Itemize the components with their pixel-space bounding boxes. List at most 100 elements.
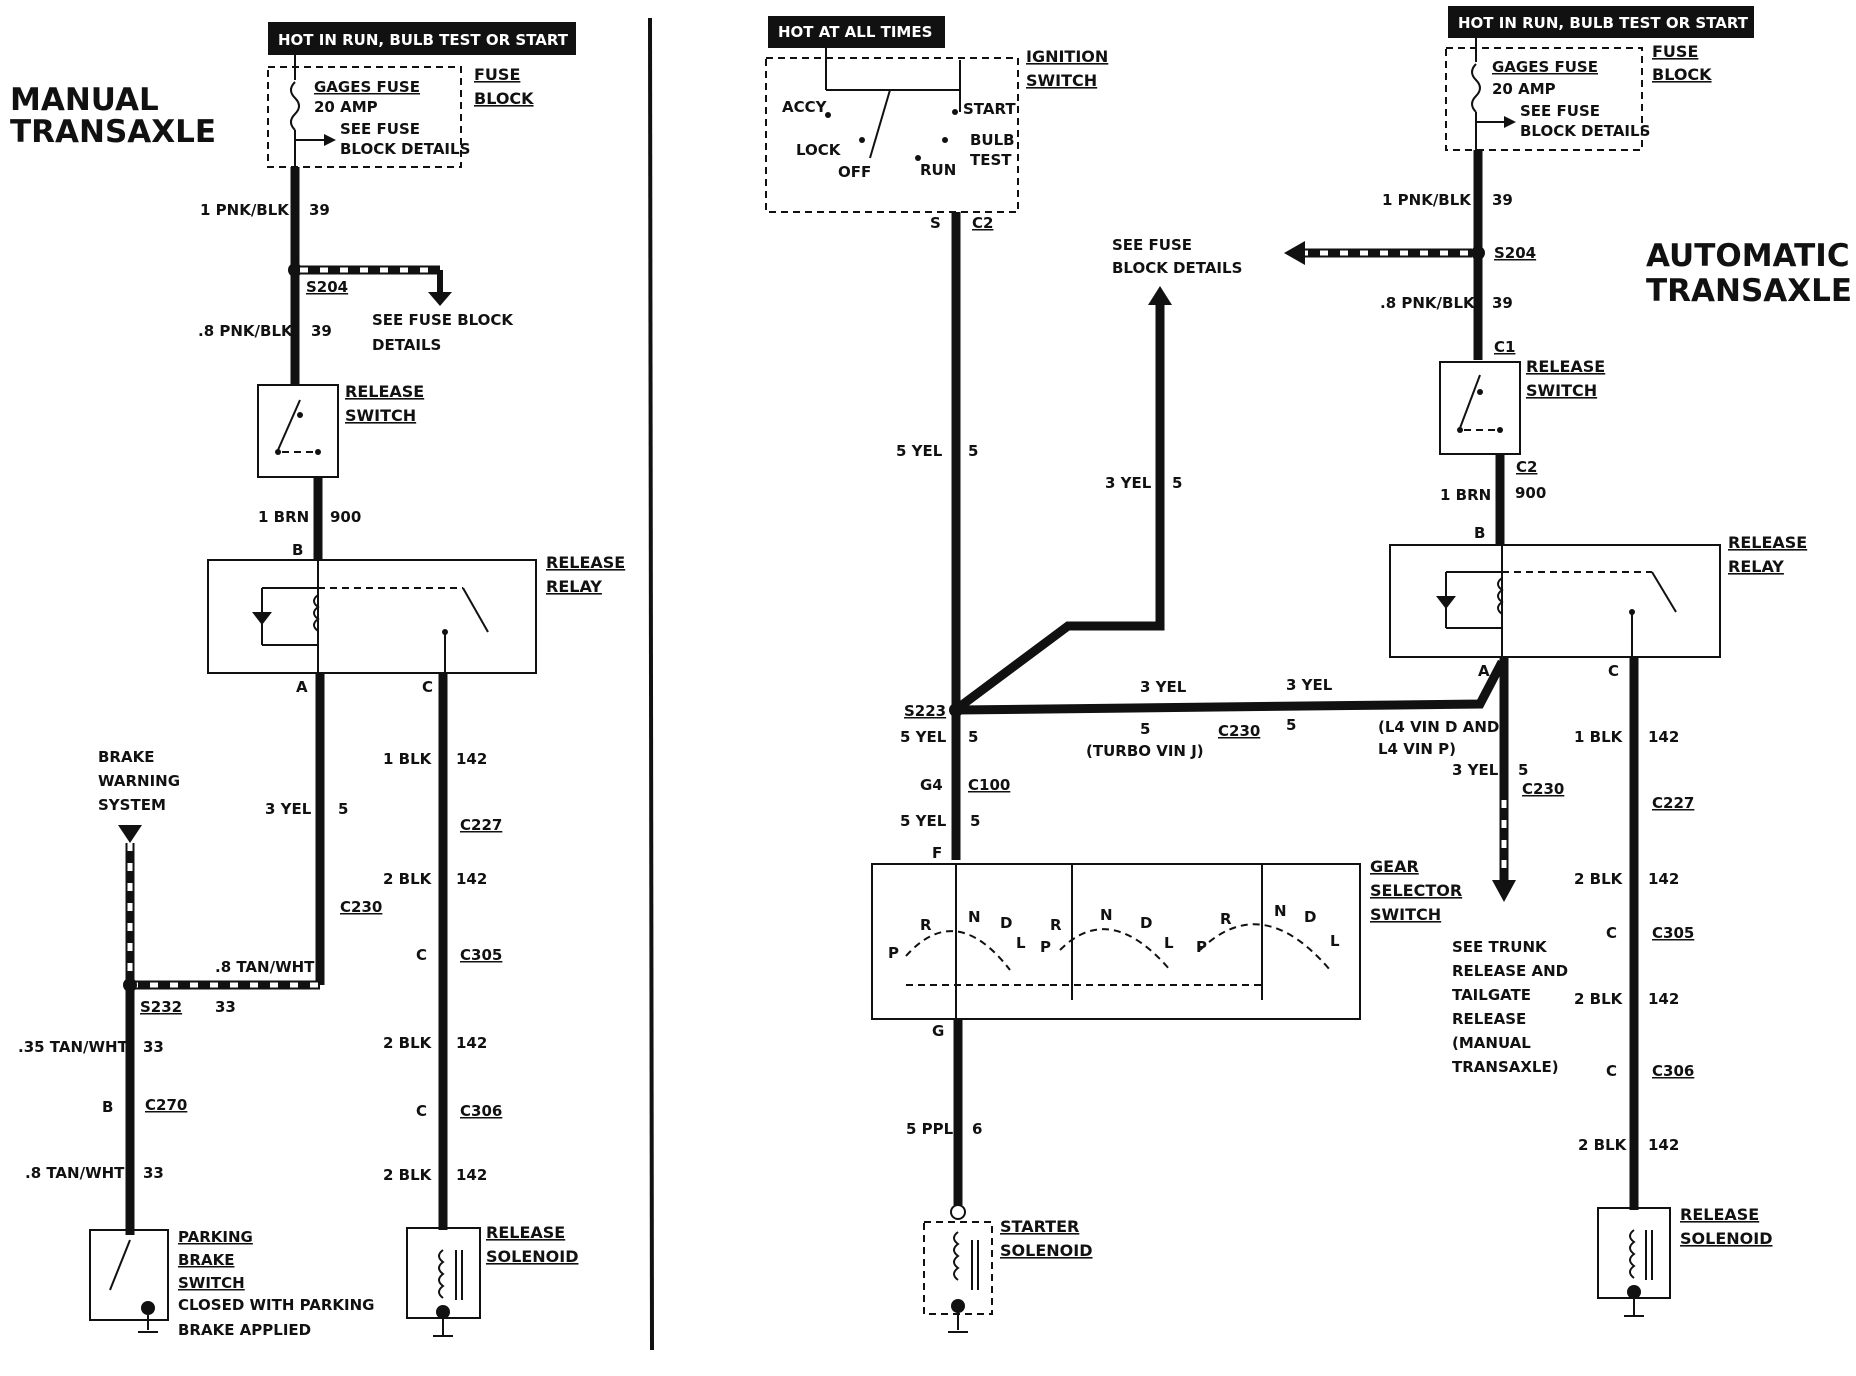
middle-w2-label: 3 YEL [1105,474,1152,492]
manual-fuse-block [267,66,462,168]
manual-power-banner [268,22,576,55]
auto-trunk1: SEE TRUNK [1452,938,1548,956]
manual-fuse-name: GAGES FUSE [314,78,420,96]
gear-n3: N [1274,902,1287,920]
middle-power-banner [768,16,945,48]
manual-blk3-num: 142 [456,1034,487,1052]
manual-parking-brake-switch [89,1229,169,1321]
auto-w3-num: 900 [1515,484,1546,502]
auto-blk3-num: 142 [1648,990,1679,1008]
manual-fuse-icon [290,81,300,131]
auto-fuse-amp: 20 AMP [1492,80,1556,98]
ign-pin-s: S [930,214,941,232]
manual-c306: C306 [460,1102,502,1120]
gear-r1: R [920,916,932,934]
auto-fuse-name: GAGES FUSE [1492,58,1598,76]
middle-w1-label: 5 YEL [896,442,943,460]
middle-w4-label: 5 YEL [900,812,947,830]
manual-title-line2: TRANSAXLE [10,114,216,150]
manual-solenoid-label1: RELEASE [486,1223,565,1242]
panel-divider [648,17,654,1351]
ignition-section: HOT AT ALL TIMES ACCY START LOCK BULB TE… [765,16,1506,1333]
manual-parking-label4: CLOSED WITH PARKING [178,1296,375,1314]
starter-label1: STARTER [1000,1217,1079,1236]
manual-release-switch-label2: SWITCH [345,406,416,425]
manual-blk1-num: 142 [456,750,487,768]
middle-w5-num: 6 [972,1120,982,1138]
auto-release-relay [1389,544,1721,658]
middle-l4a: (L4 VIN D AND [1378,718,1499,736]
middle-w5-label: 5 PPL [906,1120,954,1138]
manual-fuse-see2: BLOCK DETAILS [340,140,470,158]
manual-c305: C305 [460,946,502,964]
middle-pin-g: G [932,1022,944,1040]
middle-w1-num: 5 [968,442,978,460]
middle-wire-yel-horizontal [957,659,1506,715]
middle-h-num2: 5 [1286,716,1296,734]
auto-blk4-num: 142 [1648,1136,1679,1154]
auto-fuse-block [1445,47,1643,151]
manual-s232-splice [123,978,137,992]
manual-c230: C230 [340,898,382,916]
auto-trunk5: (MANUAL [1452,1034,1531,1052]
auto-trunk4: RELEASE [1452,1010,1526,1028]
manual-c227: C227 [460,816,502,834]
manual-blk1-label: 1 BLK [383,750,433,768]
middle-w3-label: 5 YEL [900,728,947,746]
manual-transaxle-section: MANUAL TRANSAXLE HOT IN RUN, BULB TEST O… [10,22,625,1339]
auto-w1-num: 39 [1492,191,1513,209]
manual-w4-label: 3 YEL [265,800,312,818]
auto-c-c305: C [1606,924,1617,942]
manual-pin-b2: B [102,1098,113,1116]
ign-accy: ACCY [782,98,828,116]
auto-s204: S204 [1494,244,1536,262]
ign-test: TEST [970,151,1012,169]
manual-w3-label: 1 BRN [258,508,309,526]
auto-pin-c: C [1608,662,1619,680]
middle-s223: S223 [904,702,946,720]
auto-c1: C1 [1494,338,1515,356]
manual-w5-label: .8 TAN/WHT [215,958,315,976]
manual-blk4-num: 142 [456,1166,487,1184]
manual-release-switch [257,384,339,478]
manual-power-label: HOT IN RUN, BULB TEST OR START [278,31,569,49]
ignition-switch-box [765,57,1019,213]
manual-w2-label: .8 PNK/BLK [198,322,294,340]
middle-turbo: (TURBO VIN J) [1086,742,1204,760]
ign-switch-label2: SWITCH [1026,71,1097,90]
manual-w3-num: 900 [330,508,361,526]
manual-s204-splice [288,263,302,277]
gear-n1: N [968,908,981,926]
manual-parking-label2: BRAKE [178,1251,234,1269]
auto-solenoid-label1: RELEASE [1680,1205,1759,1224]
gear-p3: P [1196,938,1207,956]
manual-release-relay [207,559,537,674]
middle-c230: C230 [1218,722,1260,740]
ign-switch-label1: IGNITION [1026,47,1108,66]
manual-pin-b: B [292,541,303,559]
auto-fuse-block-label2: BLOCK [1652,65,1712,84]
gear-label1: GEAR [1370,857,1419,876]
manual-solenoid-label2: SOLENOID [486,1247,578,1266]
gear-p2: P [1040,938,1051,956]
manual-w1-label: 1 PNK/BLK [200,201,290,219]
manual-release-switch-label1: RELEASE [345,382,424,401]
auto-release-switch-label2: SWITCH [1526,381,1597,400]
auto-power-banner [1448,6,1754,38]
manual-blk4-label: 2 BLK [383,1166,433,1184]
auto-c-c306: C [1606,1062,1617,1080]
auto-pin-a: A [1478,662,1490,680]
manual-title-line1: MANUAL [10,82,159,118]
manual-w7-num: 33 [143,1164,164,1182]
auto-trunk3: TAILGATE [1452,986,1531,1004]
auto-release-relay-label2: RELAY [1728,557,1784,576]
auto-release-switch-label1: RELEASE [1526,357,1605,376]
manual-fuse-see1: SEE FUSE [340,120,420,138]
auto-blk2-num: 142 [1648,870,1679,888]
gear-n2: N [1100,906,1113,924]
auto-w3-label: 1 BRN [1440,486,1491,504]
middle-wire-yel-branch [955,300,1165,712]
manual-blk3-label: 2 BLK [383,1034,433,1052]
manual-w6-label: .35 TAN/WHT [18,1038,129,1056]
auto-title-line2: TRANSAXLE [1646,273,1852,309]
